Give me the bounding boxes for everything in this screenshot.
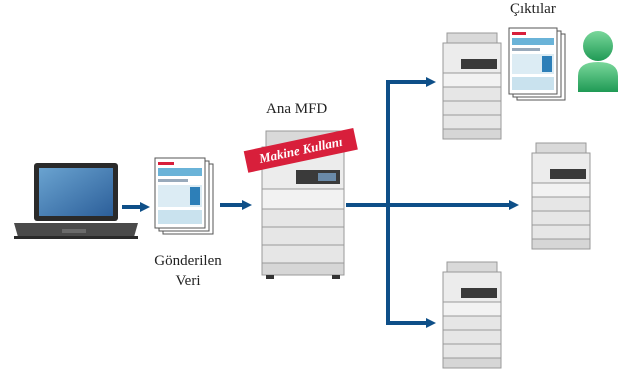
main-mfd-label: Ana MFD (266, 101, 328, 117)
sent-data-label-line1: Gönderilen (154, 253, 222, 269)
distribution-arrows (346, 77, 519, 328)
document-stack-icon (508, 27, 566, 101)
document-stack-icon (154, 157, 214, 235)
printer-icon (442, 261, 502, 369)
printer-icon (531, 142, 591, 250)
sent-data-label-line2: Veri (175, 273, 201, 289)
user-icon (578, 31, 618, 92)
laptop-icon (14, 163, 138, 239)
printer-icon (442, 32, 502, 140)
arrow-to-printer-top (386, 77, 436, 205)
outputs-label: Çıktılar (510, 1, 556, 17)
arrow-to-printer-bottom (386, 205, 436, 328)
